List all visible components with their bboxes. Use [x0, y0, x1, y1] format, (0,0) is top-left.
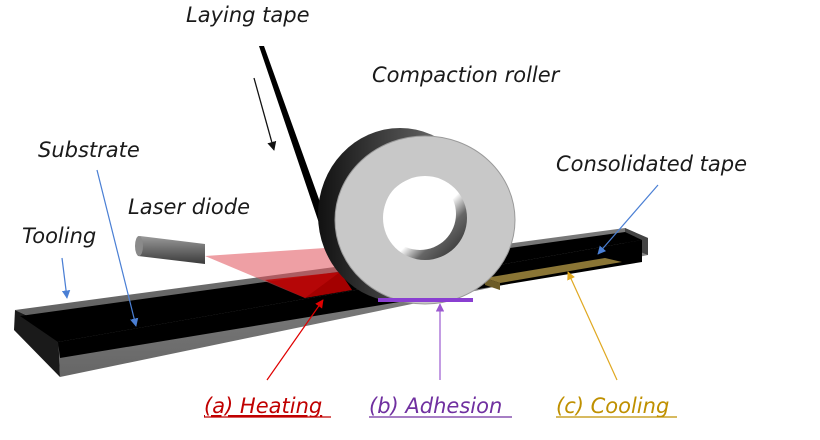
- tooling-pointer: [61, 257, 71, 299]
- feed-direction-arrow: [253, 77, 277, 151]
- substrate-pointer: [96, 169, 139, 327]
- laser-diode: [135, 236, 205, 264]
- tooling-label: Tooling: [22, 224, 96, 248]
- heating-pointer: [266, 299, 324, 381]
- stage-heating-label: (a) Heating: [204, 394, 322, 418]
- laser-beam: [205, 248, 352, 298]
- laying-tape: [259, 46, 330, 232]
- consolidated-tape-label: Consolidated tape: [556, 152, 747, 176]
- consolidated-tape-pointer: [597, 184, 659, 255]
- compaction-roller-label: Compaction roller: [372, 63, 561, 87]
- consolidated-tape-strip: [485, 258, 622, 283]
- adhesion-zone: [378, 298, 473, 302]
- substrate-label: Substrate: [38, 138, 140, 162]
- compaction-roller: [318, 128, 516, 305]
- laser-diode-label: Laser diode: [128, 195, 250, 219]
- stage-adhesion-label: (b) Adhesion: [369, 394, 502, 418]
- cooling-pointer: [567, 271, 618, 381]
- stage-cooling-label: (c) Cooling: [556, 394, 669, 418]
- laying-tape-label: Laying tape: [186, 3, 310, 27]
